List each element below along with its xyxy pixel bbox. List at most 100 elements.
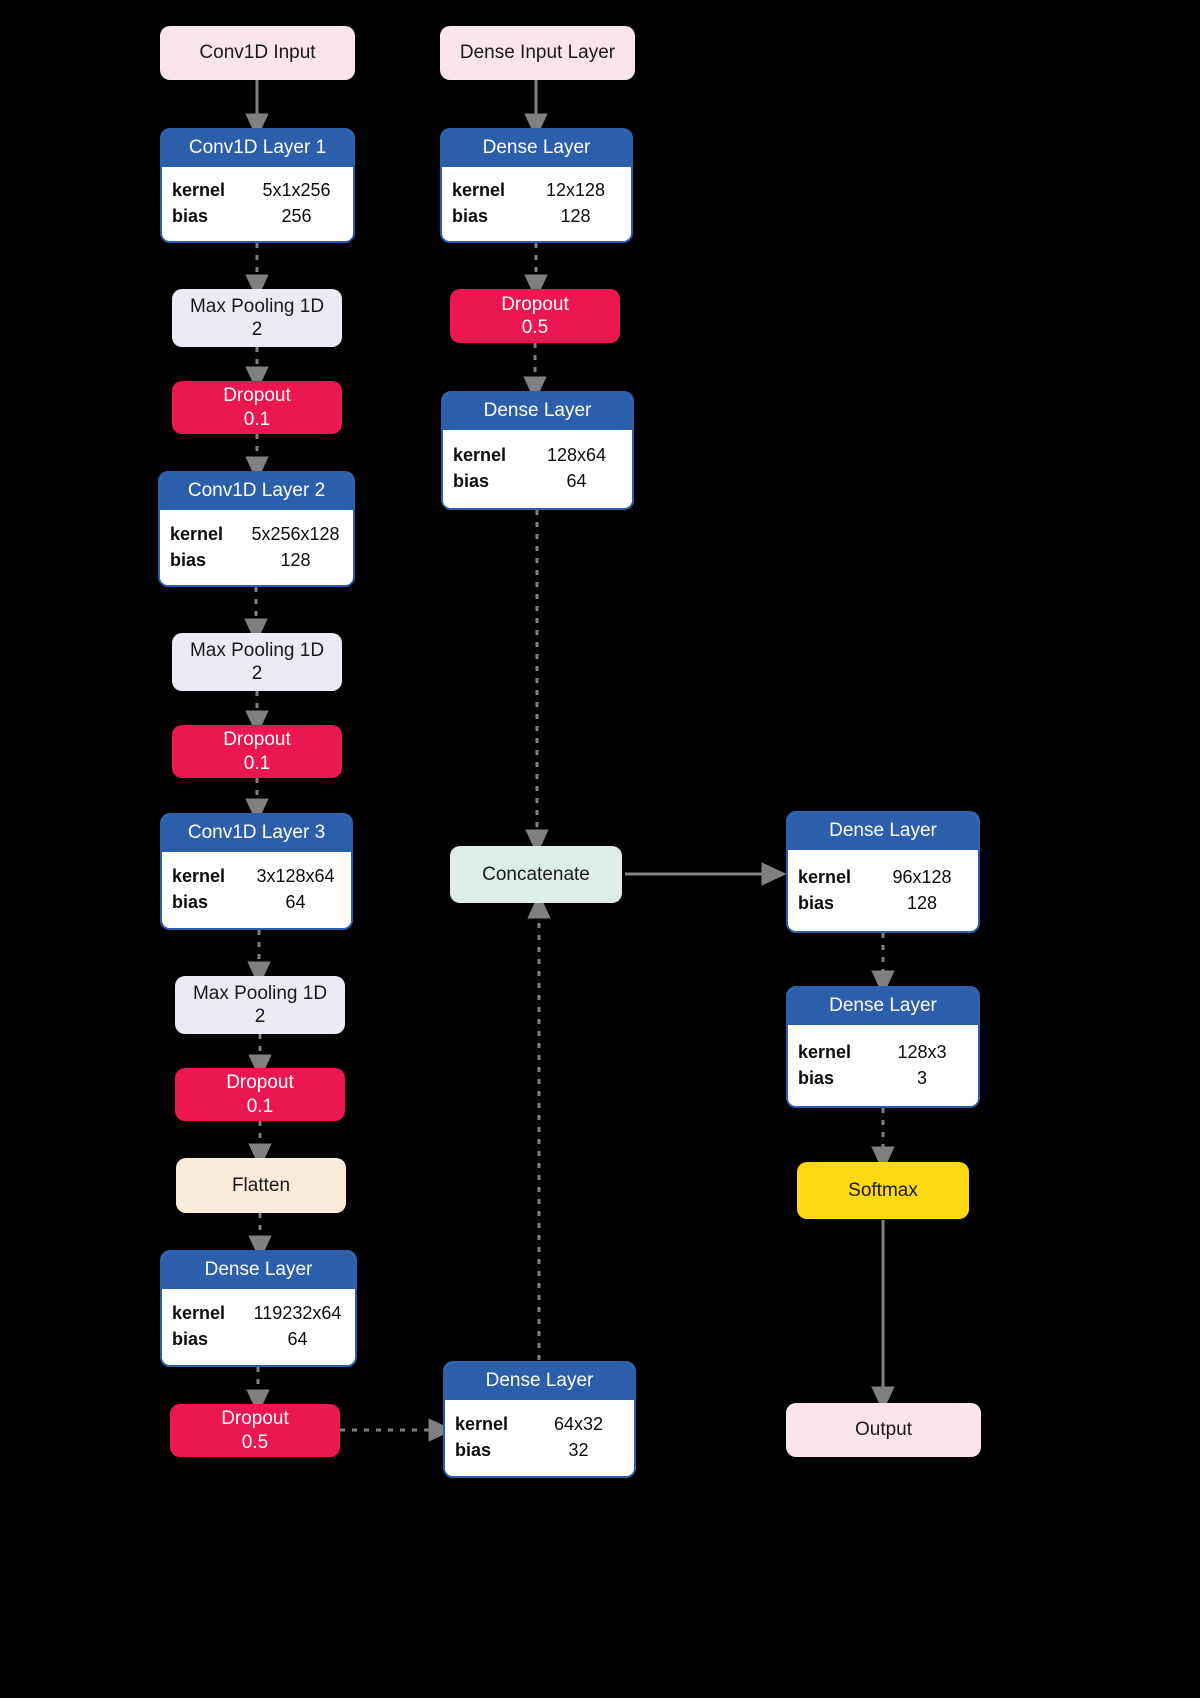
layer-title: Conv1D Layer 1: [162, 130, 353, 167]
param-row-bias: bias 3: [798, 1065, 968, 1091]
node-max-pooling-1d-1[interactable]: Max Pooling 1D 2: [172, 289, 342, 347]
param-key: bias: [172, 892, 209, 913]
node-max-pooling-1d-3[interactable]: Max Pooling 1D 2: [175, 976, 345, 1034]
node-output[interactable]: Output: [786, 1403, 981, 1457]
param-key: kernel: [172, 180, 226, 201]
node-label: Max Pooling 1D: [189, 295, 325, 317]
layer-title: Dense Layer: [442, 130, 631, 167]
node-value: 2: [254, 1006, 266, 1027]
node-dense-input-layer[interactable]: Dense Input Layer: [440, 26, 635, 80]
node-value: 2: [251, 663, 263, 684]
param-key: bias: [170, 549, 207, 570]
param-key: kernel: [453, 445, 507, 466]
node-dropout-2[interactable]: Dropout 0.1: [172, 725, 342, 778]
param-row-bias: bias 64: [453, 468, 622, 494]
node-dense-layer-m1[interactable]: Dense Layer kernel 96x128 bias 128: [786, 811, 980, 933]
param-row-kernel: kernel 128x3: [798, 1039, 968, 1065]
param-row-kernel: kernel 3x128x64: [172, 863, 341, 889]
node-dense-layer-flatten[interactable]: Dense Layer kernel 119232x64 bias 64: [160, 1250, 357, 1367]
param-table: kernel 128x3 bias 3: [788, 1024, 978, 1106]
node-conv1d-layer-3[interactable]: Conv1D Layer 3 kernel 3x128x64 bias 64: [160, 813, 353, 930]
node-label: Flatten: [231, 1174, 291, 1196]
node-conv1d-layer-1[interactable]: Conv1D Layer 1 kernel 5x1x256 bias 256: [160, 128, 355, 243]
param-key: bias: [172, 1329, 209, 1350]
node-label: Max Pooling 1D: [189, 639, 325, 661]
param-row-kernel: kernel 128x64: [453, 442, 622, 468]
param-row-bias: bias 128: [452, 203, 621, 229]
node-value: 0.1: [243, 752, 271, 774]
node-value: 0.5: [521, 317, 549, 338]
param-row-kernel: kernel 12x128: [452, 177, 621, 203]
layer-title: Conv1D Layer 3: [162, 815, 351, 852]
param-key: kernel: [172, 866, 226, 887]
param-value: 128: [560, 206, 591, 227]
node-dropout-1[interactable]: Dropout 0.1: [172, 381, 342, 434]
node-label: Dropout: [226, 1072, 294, 1094]
param-key: bias: [172, 206, 209, 227]
node-max-pooling-1d-2[interactable]: Max Pooling 1D 2: [172, 633, 342, 691]
param-key: bias: [453, 471, 490, 492]
node-conv1d-input[interactable]: Conv1D Input: [160, 26, 355, 80]
param-key: bias: [798, 1067, 835, 1088]
param-key: kernel: [170, 523, 224, 544]
param-key: kernel: [452, 180, 506, 201]
node-dropout-b1[interactable]: Dropout 0.5: [450, 289, 620, 343]
node-concatenate[interactable]: Concatenate: [450, 846, 622, 903]
node-label: Dropout: [223, 385, 291, 407]
param-table: kernel 5x1x256 bias 256: [162, 166, 353, 241]
layer-title: Dense Layer: [788, 813, 978, 850]
param-row-bias: bias 256: [172, 203, 343, 229]
param-key: kernel: [798, 866, 852, 887]
param-table: kernel 12x128 bias 128: [442, 166, 631, 241]
layer-title: Dense Layer: [788, 988, 978, 1025]
param-value: 96x128: [892, 866, 952, 887]
param-row-kernel: kernel 119232x64: [172, 1300, 345, 1326]
param-value: 119232x64: [253, 1303, 342, 1324]
param-row-bias: bias 32: [455, 1437, 624, 1463]
param-value: 64x32: [553, 1414, 604, 1435]
layer-title: Dense Layer: [443, 393, 632, 430]
node-conv1d-layer-2[interactable]: Conv1D Layer 2 kernel 5x256x128 bias 128: [158, 471, 355, 587]
node-label: Dense Input Layer: [459, 42, 616, 64]
param-key: bias: [452, 206, 489, 227]
node-dropout-flatten[interactable]: Dropout 0.5: [170, 1404, 340, 1457]
param-key: kernel: [172, 1303, 226, 1324]
node-dense-layer-b1[interactable]: Dense Layer kernel 12x128 bias 128: [440, 128, 633, 243]
param-table: kernel 128x64 bias 64: [443, 429, 632, 508]
param-row-bias: bias 128: [798, 890, 968, 916]
param-value: 128: [280, 549, 311, 570]
param-row-kernel: kernel 64x32: [455, 1411, 624, 1437]
layer-title: Conv1D Layer 2: [160, 473, 353, 510]
node-dropout-3[interactable]: Dropout 0.1: [175, 1068, 345, 1121]
param-table: kernel 3x128x64 bias 64: [162, 851, 351, 928]
param-table: kernel 96x128 bias 128: [788, 849, 978, 931]
param-row-bias: bias 128: [170, 547, 343, 573]
node-dense-layer-merge-input[interactable]: Dense Layer kernel 64x32 bias 32: [443, 1361, 636, 1478]
node-label: Dropout: [501, 293, 569, 315]
param-key: bias: [798, 892, 835, 913]
param-row-kernel: kernel 5x256x128: [170, 521, 343, 547]
node-flatten[interactable]: Flatten: [176, 1158, 346, 1213]
param-row-kernel: kernel 5x1x256: [172, 177, 343, 203]
param-value: 128: [906, 892, 938, 913]
node-label: Conv1D Input: [199, 42, 316, 64]
node-label: Concatenate: [482, 863, 590, 885]
param-value: 128x3: [897, 1041, 947, 1062]
param-key: bias: [455, 1440, 492, 1461]
param-value: 3: [916, 1067, 927, 1088]
node-label: Dropout: [223, 729, 291, 751]
param-value: 128x64: [546, 445, 607, 466]
node-label: Max Pooling 1D: [192, 982, 328, 1004]
node-dense-layer-b2[interactable]: Dense Layer kernel 128x64 bias 64: [441, 391, 634, 510]
layer-title: Dense Layer: [162, 1252, 355, 1289]
node-dense-layer-m2[interactable]: Dense Layer kernel 128x3 bias 3: [786, 986, 980, 1108]
node-value: 0.1: [246, 1095, 274, 1117]
node-softmax[interactable]: Softmax: [797, 1162, 969, 1219]
param-value: 5x256x128: [251, 523, 340, 544]
param-row-bias: bias 64: [172, 889, 341, 915]
param-table: kernel 119232x64 bias 64: [162, 1288, 355, 1365]
layer-title: Dense Layer: [445, 1363, 634, 1400]
node-value: 2: [251, 319, 263, 340]
param-table: kernel 64x32 bias 32: [445, 1399, 634, 1476]
